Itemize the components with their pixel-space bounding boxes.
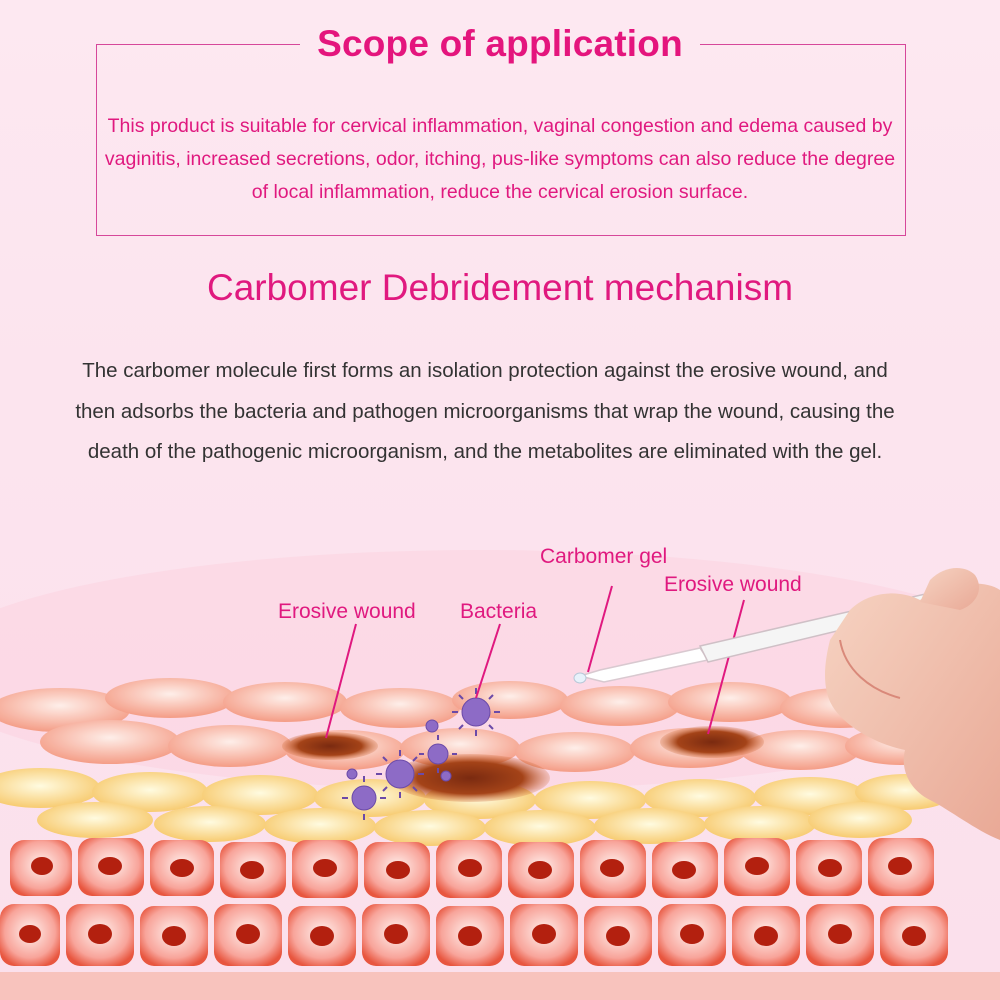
lower-cell-layer [0, 838, 1000, 1000]
label-erosive-wound-right: Erosive wound [664, 573, 802, 596]
scope-title: Scope of application [300, 18, 700, 70]
label-carbomer-gel: Carbomer gel [540, 545, 668, 568]
label-erosive-wound-left: Erosive wound [278, 600, 416, 623]
tissue-illustration [0, 550, 1000, 1000]
yellow-cell-layer [0, 768, 955, 846]
pointer-erosive-right [707, 599, 745, 735]
pointer-bacteria [475, 623, 501, 699]
erosive-wound-left [282, 732, 378, 760]
scope-text: This product is suitable for cervical in… [104, 115, 896, 203]
erosive-wound-center [390, 754, 550, 802]
mechanism-text: The carbomer molecule first forms an iso… [75, 359, 895, 463]
hand-icon [825, 568, 1000, 840]
label-bacteria: Bacteria [460, 600, 538, 623]
mechanism-title: Carbomer Debridement mechanism [206, 267, 794, 308]
bacteria-cluster [346, 697, 491, 811]
pointer-gel [587, 585, 613, 673]
pointer-erosive-left [325, 623, 357, 739]
erosive-wound-right [660, 726, 764, 758]
